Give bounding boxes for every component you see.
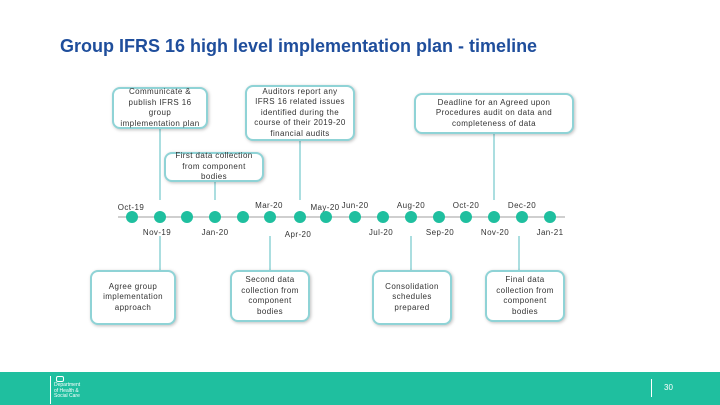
marker-aug20: [405, 211, 417, 223]
marker-dec20: [516, 211, 528, 223]
date-jan20: Jan-20: [201, 228, 229, 237]
date-may20: May-20: [310, 203, 340, 212]
logo-line-3: Social Care: [54, 393, 80, 399]
page-number: 30: [664, 383, 673, 392]
box-second-collection: Second data collection from component bo…: [230, 270, 310, 322]
logo-line-1: Department: [54, 382, 81, 388]
marker-oct19: [126, 211, 138, 223]
date-oct20: Oct-20: [452, 201, 480, 210]
box-deadline: Deadline for an Agreed upon Procedures a…: [414, 93, 574, 134]
date-nov19: Nov-19: [142, 228, 172, 237]
marker-feb20: [237, 211, 249, 223]
logo-line-2: of Health &: [54, 387, 79, 394]
page-title: Group IFRS 16 high level implementation …: [60, 36, 538, 56]
marker-jul20: [377, 211, 389, 223]
date-jul20: Jul-20: [368, 228, 394, 237]
box-consolidation: Consolidation schedules prepared: [372, 270, 452, 325]
box-first-collection: First data collection from component bod…: [164, 151, 264, 182]
marker-mar20: [264, 211, 276, 223]
marker-jun20: [349, 211, 361, 223]
marker-nov20: [488, 211, 500, 223]
page-number-divider: [651, 379, 652, 397]
box-final-collection: Final data collection from component bod…: [485, 270, 565, 322]
date-aug20: Aug-20: [396, 201, 426, 210]
marker-sep20: [433, 211, 445, 223]
date-dec20: Dec-20: [507, 201, 537, 210]
marker-may20: [320, 211, 332, 223]
department-logo: Department of Health & Social Care: [50, 376, 90, 404]
date-nov20: Nov-20: [480, 228, 510, 237]
date-apr20: Apr-20: [284, 230, 312, 239]
date-jun20: Jun-20: [341, 201, 369, 210]
box-agree: Agree group implementation approach: [90, 270, 176, 325]
marker-jan20: [209, 211, 221, 223]
marker-oct20: [460, 211, 472, 223]
marker-nov19: [154, 211, 166, 223]
marker-dec19: [181, 211, 193, 223]
footer-bar: Department of Health & Social Care 30: [0, 372, 720, 405]
date-oct19: Oct-19: [117, 203, 145, 212]
date-mar20: Mar-20: [255, 201, 283, 210]
box-auditors: Auditors report any IFRS 16 related issu…: [245, 85, 355, 141]
crown-crest-icon: [56, 376, 64, 382]
box-communicate: Communicate & publish IFRS 16 group impl…: [112, 87, 208, 129]
marker-jan21: [544, 211, 556, 223]
date-jan21: Jan-21: [536, 228, 564, 237]
date-sep20: Sep-20: [425, 228, 455, 237]
marker-apr20: [294, 211, 306, 223]
